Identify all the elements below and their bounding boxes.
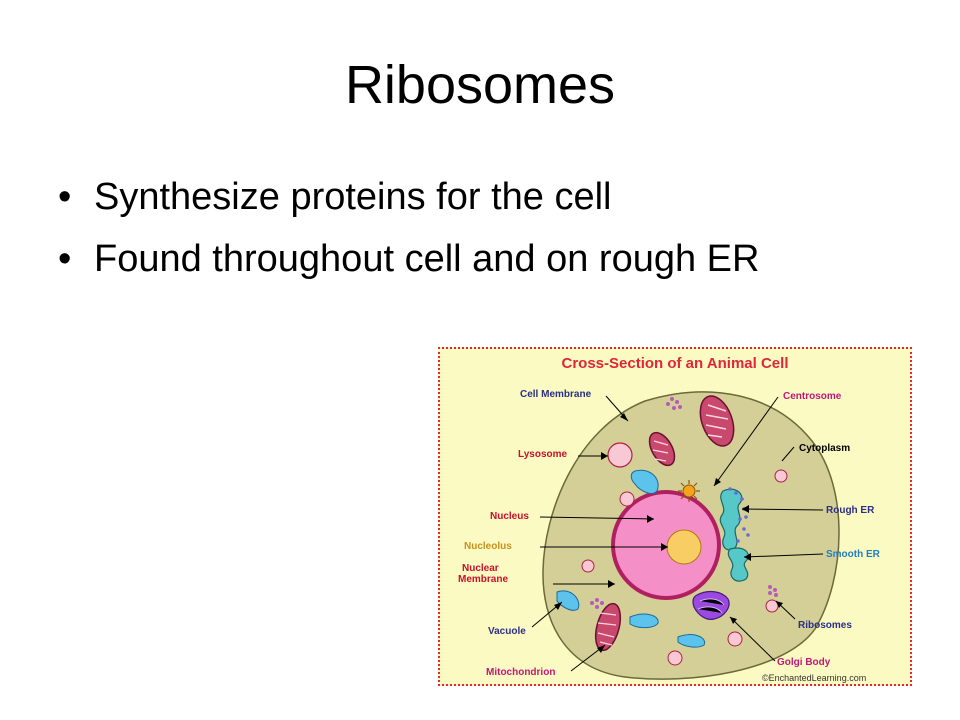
animal-cell-diagram: Cross-Section of an Animal Cell xyxy=(458,355,881,683)
label-vacuole: Vacuole xyxy=(488,626,526,637)
rough-er-shape xyxy=(719,487,750,551)
bullet-icon: • xyxy=(58,238,72,280)
mitochondrion-shape xyxy=(699,395,735,447)
bullet-icon: • xyxy=(58,176,72,218)
ribosome-cluster-shape xyxy=(768,585,778,597)
label-cytoplasm: Cytoplasm xyxy=(799,443,850,454)
vacuole-shape xyxy=(630,469,659,494)
leader-lines xyxy=(531,395,824,672)
lysosome-shape xyxy=(774,469,788,483)
label-ribosomes: Ribosomes xyxy=(798,620,852,631)
lysosome-shape xyxy=(727,631,743,647)
slide-title: Ribosomes xyxy=(344,55,616,115)
arrow-heads xyxy=(554,413,783,653)
label-smooth-er: Smooth ER xyxy=(826,549,881,560)
lysosome-shape xyxy=(765,599,779,613)
ribosome-cluster-shape xyxy=(590,598,604,609)
golgi-body-shape xyxy=(692,590,730,620)
label-lysosome: Lysosome xyxy=(518,449,568,460)
animal-cell-figure: Cross-Section of an Animal Cell xyxy=(438,347,912,686)
diagram-title: Cross-Section of an Animal Cell xyxy=(562,355,789,372)
lysosome-shape xyxy=(581,559,595,573)
label-centrosome: Centrosome xyxy=(783,391,842,402)
label-rough-er: Rough ER xyxy=(826,505,875,516)
label-golgi-body: Golgi Body xyxy=(777,657,831,668)
label-nucleolus: Nucleolus xyxy=(464,541,512,552)
lysosome-shape xyxy=(667,650,683,666)
credit-text: ©EnchantedLearning.com xyxy=(762,673,866,683)
lysosome-shape xyxy=(607,442,633,468)
label-nuclear-membrane-2: Membrane xyxy=(458,574,508,585)
mitochondrion-shape xyxy=(648,431,676,467)
label-cell-membrane: Cell Membrane xyxy=(520,389,592,400)
centrosome-shape xyxy=(678,480,700,502)
vacuole-shape xyxy=(677,634,706,648)
nucleus-shape xyxy=(611,490,721,600)
lysosome-shape xyxy=(619,491,635,507)
vacuole-shape xyxy=(629,613,659,629)
ribosome-cluster-shape xyxy=(666,397,682,410)
bullet-text: Found throughout cell and on rough ER xyxy=(94,238,760,280)
label-nucleus: Nucleus xyxy=(490,511,529,522)
label-mitochondrion: Mitochondrion xyxy=(486,667,555,678)
bullet-item: • Synthesize proteins for the cell xyxy=(58,178,759,216)
bullet-item: • Found throughout cell and on rough ER xyxy=(58,240,759,278)
label-nuclear-membrane-1: Nuclear xyxy=(462,563,499,574)
bullet-text: Synthesize proteins for the cell xyxy=(94,176,612,218)
nucleolus-shape xyxy=(666,529,702,565)
bullet-list: • Synthesize proteins for the cell • Fou… xyxy=(58,178,759,302)
